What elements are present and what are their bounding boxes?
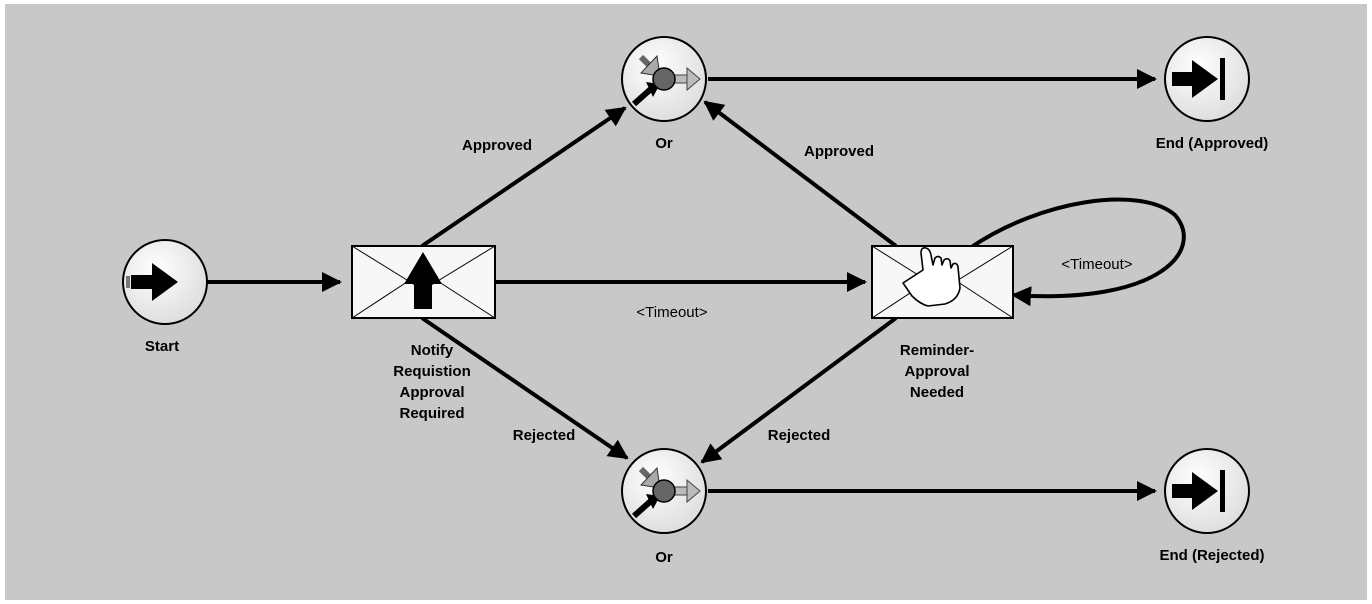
or-bottom-label: Or: [655, 549, 673, 566]
start-label: Start: [145, 338, 179, 355]
edge-notify-to-or-top: [420, 106, 627, 248]
notify-label-line-1: Notify: [411, 342, 454, 359]
notify-label-line-4: Required: [399, 405, 464, 422]
end-arrow-bar-icon: [1172, 470, 1225, 512]
or-top-label: Or: [655, 135, 673, 152]
edge-label-reminder-timeout: <Timeout>: [1061, 256, 1132, 273]
notify-label-line-3: Approval: [399, 384, 464, 401]
start-node[interactable]: Start: [122, 239, 208, 355]
end-arrow-bar-icon: [1172, 58, 1225, 100]
end-approved-label: End (Approved): [1156, 135, 1269, 152]
edge-label-notify-approved: Approved: [462, 137, 532, 154]
end-rejected-label: End (Rejected): [1159, 547, 1264, 564]
or-top-node[interactable]: Or: [621, 36, 707, 152]
diagram-canvas: Start Notify Requistion Approval Require…: [5, 4, 1367, 600]
reminder-label-line-3: Needed: [910, 384, 964, 401]
edge-reminder-timeout-loop: [968, 197, 1186, 307]
workflow-diagram: Start Notify Requistion Approval Require…: [122, 36, 1269, 566]
reminder-label-line-2: Approval: [904, 363, 969, 380]
arrow-right-icon: [126, 263, 178, 301]
notify-label-line-2: Requistion: [393, 363, 471, 380]
edge-reminder-to-or-top: [703, 100, 898, 248]
reminder-node[interactable]: Reminder- Approval Needed: [871, 245, 1014, 401]
up-arrow-icon: [404, 252, 442, 309]
edge-reminder-to-or-bottom: [700, 316, 898, 464]
end-approved-node[interactable]: End (Approved): [1156, 36, 1269, 152]
edge-label-reminder-approved: Approved: [804, 143, 874, 160]
edge-label-notify-rejected: Rejected: [513, 427, 576, 444]
or-gate-icon: [632, 54, 701, 107]
edge-notify-to-or-bottom: [420, 316, 629, 460]
edge-label-notify-timeout: <Timeout>: [636, 304, 707, 321]
or-gate-icon: [632, 466, 701, 519]
notify-node[interactable]: Notify Requistion Approval Required: [351, 245, 496, 422]
edge-label-reminder-rejected: Rejected: [768, 427, 831, 444]
hand-icon: [902, 247, 961, 307]
reminder-label-line-1: Reminder-: [900, 342, 974, 359]
or-bottom-node[interactable]: Or: [621, 448, 707, 566]
end-rejected-node[interactable]: End (Rejected): [1159, 448, 1265, 564]
